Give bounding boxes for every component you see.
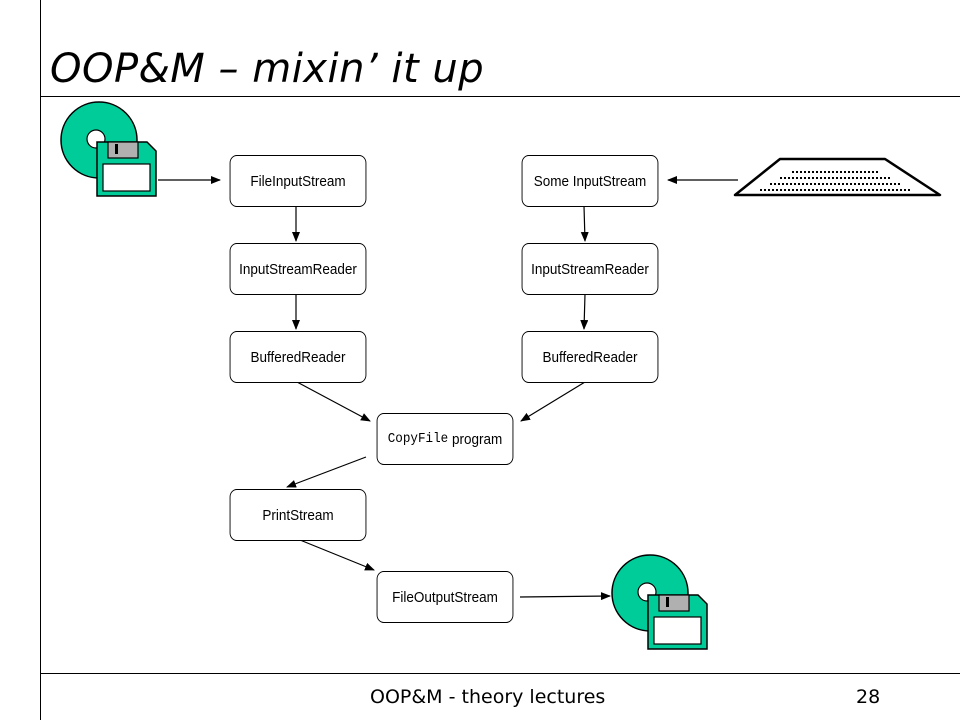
- node-file-output-stream: FileOutputStream: [376, 571, 514, 623]
- arrow-sis-to-isr-right: [580, 205, 589, 242]
- node-label: FileInputStream: [250, 172, 346, 190]
- title-rule: [40, 96, 960, 97]
- node-print-stream: PrintStream: [229, 489, 367, 541]
- arrow-copyfile-to-printstream: [286, 456, 367, 488]
- disk-floppy-icon: [611, 554, 708, 650]
- node-some-input-stream: Some InputStream: [521, 155, 659, 207]
- left-rule: [40, 0, 41, 720]
- node-label: BufferedReader: [542, 348, 638, 366]
- node-copyfile-program: CopyFile program: [376, 413, 514, 465]
- arrow-isr-to-br-right: [580, 293, 589, 330]
- copyfile-text-label: program: [448, 430, 503, 448]
- node-label: Some InputStream: [533, 172, 647, 190]
- slide-title: OOP&M – mixin’ it up: [50, 46, 485, 92]
- copyfile-code-label: CopyFile: [387, 431, 449, 447]
- page-number: 28: [856, 686, 881, 708]
- disk-floppy-icon: [60, 101, 157, 197]
- arrow-br-right-to-copyfile: [520, 381, 586, 422]
- node-label: BufferedReader: [250, 348, 346, 366]
- node-label: PrintStream: [262, 506, 334, 524]
- node-buffered-reader-right: BufferedReader: [521, 331, 659, 383]
- arrow-br-left-to-copyfile: [296, 381, 371, 422]
- node-buffered-reader-left: BufferedReader: [229, 331, 367, 383]
- node-input-stream-reader-right: InputStreamReader: [521, 243, 659, 295]
- node-label: InputStreamReader: [531, 260, 649, 278]
- keyboard-icon: [733, 157, 942, 197]
- node-label: FileOutputStream: [392, 588, 498, 606]
- arrow-printstream-to-fos: [299, 539, 375, 571]
- footer-label: OOP&M - theory lectures: [370, 686, 606, 708]
- node-label: InputStreamReader: [239, 260, 357, 278]
- node-input-stream-reader-left: InputStreamReader: [229, 243, 367, 295]
- footer-rule: [40, 673, 960, 674]
- arrow-fos-to-disk: [519, 592, 611, 601]
- node-file-input-stream: FileInputStream: [229, 155, 367, 207]
